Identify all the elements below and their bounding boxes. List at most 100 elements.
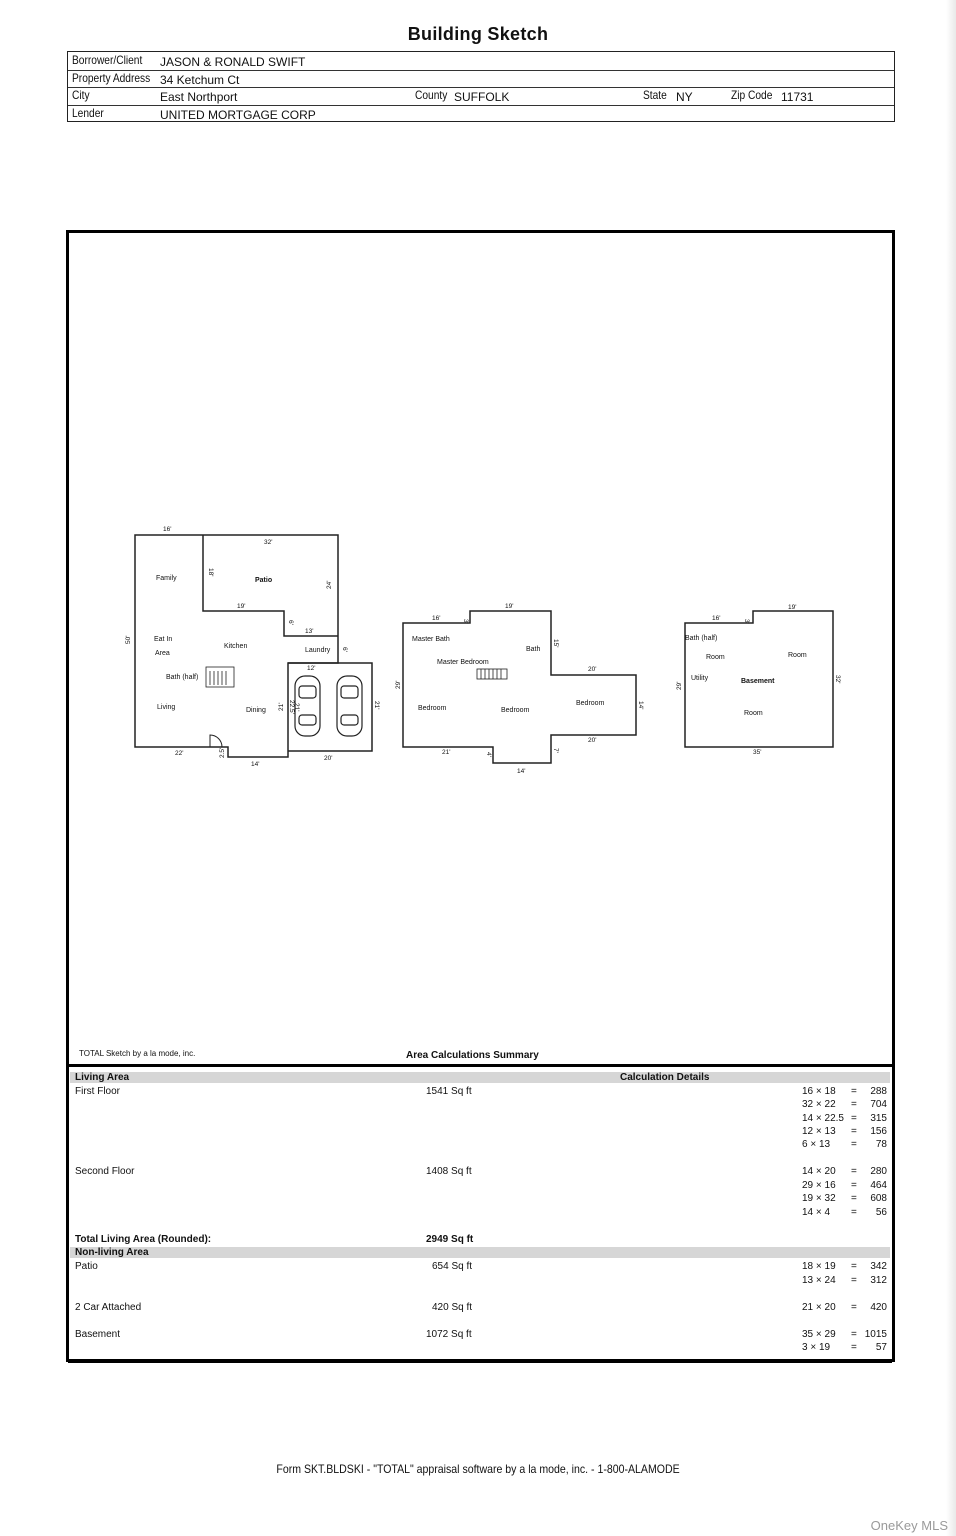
calc-expr: 35 × 29 bbox=[802, 1329, 836, 1340]
dimension-label: 16' bbox=[163, 526, 171, 533]
room-label: Dining bbox=[246, 707, 266, 714]
patio-label: Patio bbox=[75, 1261, 98, 1272]
living-area-band bbox=[70, 1072, 890, 1083]
city-label: City bbox=[72, 88, 90, 102]
dimension-label: 14' bbox=[251, 761, 259, 768]
room-label: Bedroom bbox=[576, 700, 605, 707]
room-label: Utility bbox=[691, 675, 709, 682]
address-label: Property Address bbox=[72, 70, 151, 85]
dimension-label: 3' bbox=[743, 619, 750, 624]
calc-result: 312 bbox=[870, 1275, 887, 1286]
calc-result: 342 bbox=[870, 1261, 887, 1272]
calc-eq: = bbox=[851, 1180, 857, 1191]
lender-value: UNITED MORTGAGE CORP bbox=[160, 107, 316, 122]
garage-label: 2 Car Attached bbox=[75, 1302, 142, 1313]
dimension-label: 14' bbox=[637, 701, 644, 709]
county-label: County bbox=[415, 88, 448, 102]
patio-outline bbox=[202, 535, 338, 637]
room-label: Bath bbox=[526, 646, 541, 653]
room-label: Basement bbox=[741, 678, 775, 685]
dimension-label: 22' bbox=[175, 750, 183, 757]
basement-outline bbox=[684, 610, 834, 748]
calc-expr: 13 × 24 bbox=[802, 1275, 836, 1286]
city-value: East Northport bbox=[160, 90, 238, 104]
calc-details-header: Calculation Details bbox=[620, 1072, 710, 1083]
calc-expr: 18 × 19 bbox=[802, 1261, 836, 1272]
room-labels: Family Patio Eat In Area Kitchen Laundry… bbox=[154, 575, 807, 717]
room-label: Room bbox=[744, 710, 763, 717]
living-area-header: Living Area bbox=[75, 1072, 130, 1083]
first-floor-label: First Floor bbox=[75, 1086, 120, 1097]
dimension-label: 18' bbox=[207, 568, 214, 576]
room-label: Family bbox=[156, 575, 177, 582]
room-label: Room bbox=[706, 654, 725, 661]
county-value: SUFFOLK bbox=[454, 90, 510, 104]
zip-value: 11731 bbox=[781, 90, 814, 104]
dimension-label: 6' bbox=[287, 620, 294, 625]
calc-eq: = bbox=[851, 1302, 857, 1313]
calc-eq: = bbox=[851, 1113, 857, 1124]
header-info-table: Borrower/Client JASON & RONALD SWIFT Pro… bbox=[67, 51, 895, 122]
calc-expr: 3 × 19 bbox=[802, 1342, 831, 1353]
dimension-label: 7' bbox=[552, 748, 559, 753]
calc-result: 704 bbox=[870, 1099, 887, 1110]
dimension-label: 20' bbox=[588, 737, 596, 744]
calc-result: 280 bbox=[870, 1166, 887, 1177]
dimension-label: 20' bbox=[588, 666, 596, 673]
total-living-label: Total Living Area (Rounded): bbox=[75, 1234, 212, 1245]
calc-result: 288 bbox=[870, 1086, 887, 1097]
calc-result: 315 bbox=[870, 1113, 887, 1124]
calc-eq: = bbox=[851, 1261, 857, 1272]
car-icon bbox=[336, 675, 363, 737]
borrower-row: Borrower/Client JASON & RONALD SWIFT bbox=[68, 52, 894, 71]
room-label: Bath (half) bbox=[685, 635, 717, 642]
calc-result: 608 bbox=[870, 1193, 887, 1204]
summary-title: Area Calculations Summary bbox=[406, 1050, 539, 1061]
nonliving-area-band bbox=[70, 1247, 890, 1258]
calc-expr: 29 × 16 bbox=[802, 1180, 836, 1191]
document-title: Building Sketch bbox=[407, 24, 549, 44]
borrower-value: JASON & RONALD SWIFT bbox=[160, 55, 306, 69]
patio-area: 654 Sq ft bbox=[432, 1261, 473, 1272]
dimension-label: 32' bbox=[834, 675, 841, 683]
form-footer: Form SKT.BLDSKI - "TOTAL" appraisal soft… bbox=[276, 1462, 680, 1476]
dimension-label: 4' bbox=[485, 752, 492, 757]
calc-expr: 14 × 4 bbox=[802, 1207, 831, 1218]
dimension-label: 19' bbox=[237, 603, 245, 610]
dimension-label: 16' bbox=[432, 615, 440, 622]
room-label: Area bbox=[155, 650, 170, 657]
dimension-label: 22.5' bbox=[288, 700, 295, 714]
calc-eq: = bbox=[851, 1099, 857, 1110]
dimension-label: 14' bbox=[517, 768, 525, 775]
basement-label: Basement bbox=[75, 1329, 121, 1340]
room-label: Bath (half) bbox=[166, 674, 198, 681]
room-label: Room bbox=[788, 652, 807, 659]
calc-eq: = bbox=[851, 1193, 857, 1204]
dimension-label: 12' bbox=[307, 665, 315, 672]
mls-watermark: OneKey MLS bbox=[870, 1518, 948, 1533]
room-label: Master Bath bbox=[412, 636, 450, 643]
dimension-label: 21' bbox=[278, 703, 285, 711]
calc-result: 464 bbox=[870, 1180, 887, 1191]
second-floor-outline bbox=[402, 610, 637, 764]
sketch-credit: TOTAL Sketch by a la mode, inc. bbox=[79, 1049, 196, 1058]
calc-eq: = bbox=[851, 1329, 857, 1340]
calc-result: 57 bbox=[875, 1342, 887, 1353]
city-row: City East Northport County SUFFOLK State… bbox=[68, 87, 894, 106]
calc-eq: = bbox=[851, 1086, 857, 1097]
lender-label: Lender bbox=[72, 105, 104, 120]
stairs-second-floor bbox=[476, 668, 508, 680]
room-label: Master Bedroom bbox=[437, 659, 489, 666]
dimension-label: 21' bbox=[373, 701, 380, 709]
room-label: Living bbox=[157, 704, 175, 711]
first-floor-area: 1541 Sq ft bbox=[426, 1086, 472, 1097]
dimension-label: 29' bbox=[676, 682, 683, 690]
room-label: Laundry bbox=[305, 647, 331, 654]
calc-result: 420 bbox=[870, 1302, 887, 1313]
calc-eq: = bbox=[851, 1166, 857, 1177]
dimension-label: 3' bbox=[462, 619, 469, 624]
dimension-label: 19' bbox=[505, 603, 513, 610]
zip-label: Zip Code bbox=[731, 88, 773, 102]
dimension-label: 20' bbox=[324, 755, 332, 762]
garage-outline bbox=[288, 662, 373, 752]
